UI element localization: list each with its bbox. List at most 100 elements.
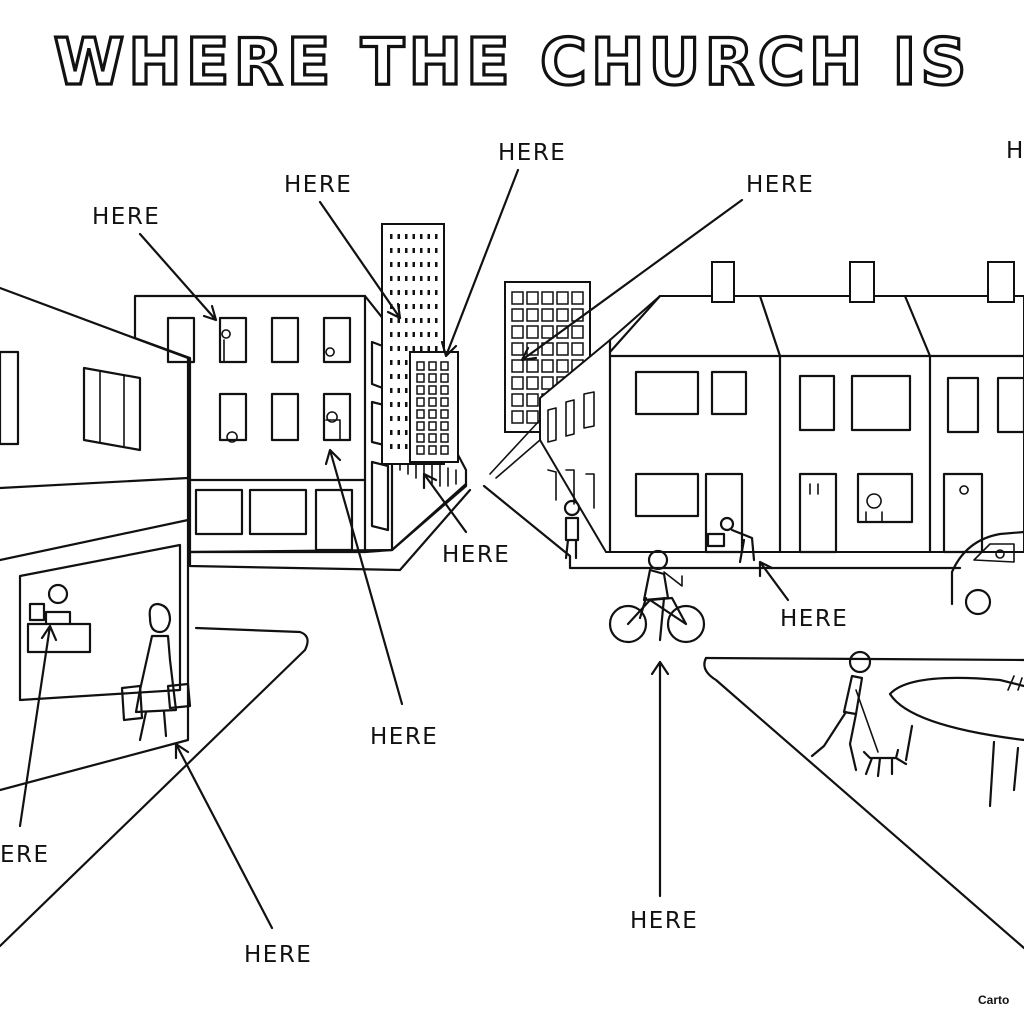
- tower-window: [405, 444, 408, 449]
- here-label: HERE: [630, 908, 698, 934]
- tower-window: [405, 290, 408, 295]
- tower-window: [440, 373, 449, 383]
- tower-window: [511, 359, 524, 373]
- tower-window: [427, 332, 430, 337]
- tower-window: [435, 248, 438, 253]
- tower-window: [390, 332, 393, 337]
- label-group-8: HERE: [758, 560, 847, 632]
- tower-window: [416, 421, 425, 431]
- tower-window: [412, 262, 415, 267]
- tower-window: [405, 304, 408, 309]
- tower-window: [405, 430, 408, 435]
- tower-window: [435, 332, 438, 337]
- tower-window: [435, 304, 438, 309]
- tower-window: [390, 290, 393, 295]
- tower-window: [526, 325, 539, 339]
- pointer-arrow: [422, 472, 468, 534]
- man-with-box-figure: [706, 516, 756, 564]
- here-label: H: [1006, 138, 1024, 164]
- tower-window: [571, 291, 584, 305]
- tower-window: [405, 332, 408, 337]
- tower-window: [435, 346, 438, 351]
- tower-window: [428, 385, 437, 395]
- tower-window: [571, 325, 584, 339]
- tower-window: [412, 290, 415, 295]
- tower-window: [435, 290, 438, 295]
- tower-window: [397, 360, 400, 365]
- tower-window: [526, 410, 539, 424]
- tower-window: [427, 346, 430, 351]
- tower-window: [397, 276, 400, 281]
- tower-window: [405, 318, 408, 323]
- tower-window: [511, 376, 524, 390]
- tower-window: [556, 342, 569, 356]
- tower-window: [428, 421, 437, 431]
- tower-window: [556, 325, 569, 339]
- tower-window: [440, 361, 449, 371]
- tower-window: [440, 433, 449, 443]
- tower-window: [511, 342, 524, 356]
- tower-window: [541, 308, 554, 322]
- pointer-arrow: [18, 624, 58, 828]
- tower-window: [428, 373, 437, 383]
- tower-window: [416, 385, 425, 395]
- tower-window: [556, 308, 569, 322]
- tower-window: [397, 444, 400, 449]
- tower-window: [416, 361, 425, 371]
- tower-window: [526, 291, 539, 305]
- tower-window: [427, 304, 430, 309]
- tower-window: [390, 430, 393, 435]
- tower-window: [397, 290, 400, 295]
- tower-window: [390, 318, 393, 323]
- tower-window: [405, 360, 408, 365]
- tower-window: [390, 416, 393, 421]
- tower-window: [416, 433, 425, 443]
- woman-with-bags-figure: [120, 602, 192, 742]
- man-walking-dog-figure: [810, 650, 908, 778]
- tower-window: [526, 393, 539, 407]
- pointer-arrow: [758, 560, 790, 602]
- pointer-arrow: [138, 232, 218, 322]
- label-group-4: HERE: [520, 172, 813, 362]
- tower-window: [511, 393, 524, 407]
- label-group-3: HERE: [440, 140, 565, 358]
- tower-window: [420, 318, 423, 323]
- tower-window: [397, 262, 400, 267]
- tower-window: [412, 346, 415, 351]
- tower-window: [416, 409, 425, 419]
- tower-window: [511, 308, 524, 322]
- tower-window: [397, 388, 400, 393]
- cartoon-title: WHERE THE CHURCH IS: [54, 26, 971, 100]
- here-label: HERE: [370, 724, 438, 750]
- tower-window: [405, 388, 408, 393]
- tower-window: [511, 291, 524, 305]
- here-label: HERE: [244, 942, 312, 968]
- tower-window: [440, 397, 449, 407]
- tower-window: [405, 374, 408, 379]
- label-group-7: HERE: [324, 448, 438, 750]
- tower-window: [412, 318, 415, 323]
- park-bench: [888, 675, 1024, 808]
- tower-window: [435, 234, 438, 239]
- tower-window: [526, 359, 539, 373]
- tower-window: [412, 234, 415, 239]
- tower-window: [390, 234, 393, 239]
- tower-window: [428, 361, 437, 371]
- tower-window: [541, 325, 554, 339]
- tower-window: [390, 360, 393, 365]
- tower-window: [390, 444, 393, 449]
- tower-window: [390, 262, 393, 267]
- tower-window: [420, 276, 423, 281]
- pointer-arrow: [324, 448, 404, 706]
- tower-window: [397, 402, 400, 407]
- mid-tower: [409, 351, 459, 463]
- tower-window: [405, 248, 408, 253]
- tower-window: [440, 409, 449, 419]
- car-figure: [950, 530, 1024, 616]
- tower-window: [405, 276, 408, 281]
- tower-window: [397, 374, 400, 379]
- left-shop-building: [0, 286, 190, 792]
- tower-window: [427, 318, 430, 323]
- tower-window: [405, 234, 408, 239]
